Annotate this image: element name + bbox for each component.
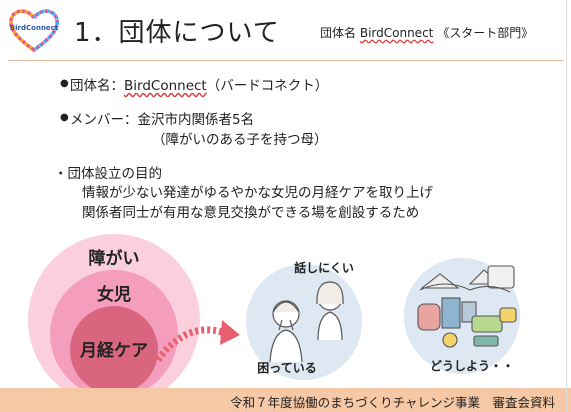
slide-title: 1．団体について <box>74 18 280 48</box>
bullet-org-name: ● 団体名：BirdConnect（バードコネクト） <box>60 76 329 96</box>
birdconnect-logo: BirdConnect <box>6 6 62 54</box>
members-text: メンバー：金沢市内関係者5名 <box>70 112 255 128</box>
label-troubled: 困っている <box>257 361 316 375</box>
purpose-line-1: 情報が少ない発達がゆるやかな女児の月経ケアを取り上げ <box>82 185 433 201</box>
org-prefix: 団体名 <box>320 26 357 40</box>
worried-girl-icon <box>269 300 303 363</box>
arrow-right-icon <box>155 320 240 363</box>
purpose-heading: ・団体設立の目的 <box>54 166 162 182</box>
logo-text: BirdConnect <box>9 24 59 32</box>
label-disability: 障がい <box>89 248 140 269</box>
members-note: （障がいのある子を持つ母） <box>152 132 328 148</box>
footer-text: 令和７年度協働のまちづくりチャレンジ事業 審査会資料 <box>230 395 555 410</box>
footer-bar: 令和７年度協働のまちづくりチャレンジ事業 審査会資料 <box>0 388 571 412</box>
bullet-members: ● メンバー：金沢市内関係者5名 <box>60 110 255 130</box>
slide-right-edge <box>566 0 567 412</box>
purpose-line-2: 関係者同士が有用な意見交換ができる場を創設するため <box>82 205 420 221</box>
disaster-scene-icon <box>419 265 515 293</box>
label-what-to-do: どうしよう・・ <box>430 359 514 373</box>
circle-menstrual-care <box>70 306 158 394</box>
worried-woman-icon <box>316 281 344 341</box>
org-name-label: 団体名 BirdConnect 《スタート部門》 <box>320 24 533 41</box>
supplies-icon <box>417 297 517 348</box>
org-category: 《スタート部門》 <box>437 26 534 40</box>
label-menstrual-care: 月経ケア <box>79 340 148 361</box>
label-hard-to-talk: 話しにくい <box>294 260 354 275</box>
org-name-reading: （バードコネクト） <box>206 78 329 94</box>
org-name-value: BirdConnect <box>124 78 207 94</box>
org-name: BirdConnect <box>359 26 434 40</box>
header-divider <box>8 60 564 61</box>
bullet-dot-icon: ● <box>60 78 69 89</box>
bullet-dot-icon: ● <box>60 112 69 123</box>
logo-heart-icon <box>9 9 59 53</box>
org-name-prefix: 団体名： <box>70 78 124 94</box>
label-girls: 女児 <box>97 284 131 305</box>
